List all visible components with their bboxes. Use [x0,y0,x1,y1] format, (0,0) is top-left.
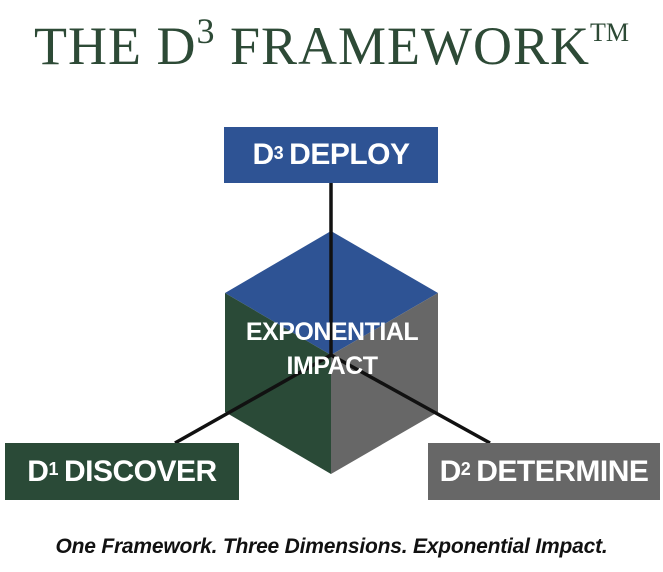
determine-label: DETERMINE [476,454,649,488]
exponential-impact-label: EXPONENTIAL IMPACT [226,315,438,383]
title-text-rest: FRAMEWORK [215,16,590,76]
connector-discover [174,353,332,445]
discover-exponent: 1 [48,459,58,479]
determine-prefix: D [439,454,462,488]
framework-title: THE D3 FRAMEWORKTM [0,2,663,77]
discover-prefix: D [27,454,49,488]
center-label-line1: EXPONENTIAL [245,318,419,346]
title-text-main: THE D [34,16,197,76]
connector-determine [330,353,491,445]
discover-label: DISCOVER [63,454,217,488]
title-exponent: 3 [196,11,216,51]
deploy-label: DEPLOY [289,138,410,171]
center-label-line2: IMPACT [286,352,378,380]
tagline: One Framework. Three Dimensions. Exponen… [55,535,608,558]
deploy-prefix: D [252,138,274,171]
trademark-mark: TM [590,18,629,47]
deploy-exponent: 3 [273,142,284,163]
determine-exponent: 2 [460,459,471,479]
